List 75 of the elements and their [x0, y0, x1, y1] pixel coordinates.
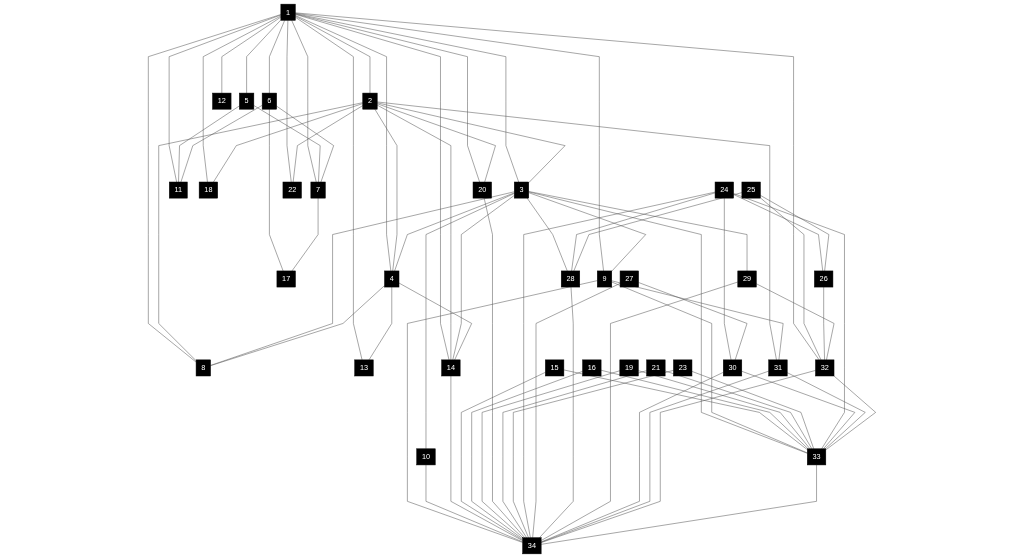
edge-line: [286, 20, 292, 183]
edge-line: [724, 197, 732, 361]
edge-line: [638, 282, 748, 361]
edge-line: [246, 19, 282, 94]
edge-line: [539, 286, 574, 538]
edge-line: [528, 192, 647, 272]
edge-line: [295, 15, 371, 94]
edge-line: [526, 197, 568, 272]
edge-line: [295, 14, 450, 361]
edge-line: [276, 105, 334, 183]
edge-line: [292, 105, 363, 183]
edge-line: [178, 105, 240, 183]
edge-line: [376, 104, 452, 361]
edge-line: [563, 369, 808, 450]
edge-line: [295, 12, 820, 361]
edge-line: [691, 371, 814, 450]
edge-line: [540, 372, 724, 543]
edge-line: [741, 371, 856, 450]
edge-line: [540, 370, 816, 543]
edge-line: [158, 102, 363, 361]
edge-line: [180, 105, 263, 183]
edge-line: [481, 370, 621, 538]
edge-line: [148, 14, 282, 363]
edge-line: [210, 285, 385, 366]
edge-line: [611, 281, 808, 454]
edge-line: [523, 191, 716, 538]
edge-line: [786, 372, 866, 450]
edge-line: [376, 103, 496, 183]
edge-line: [253, 105, 321, 183]
edge-line: [760, 197, 822, 361]
edge-line: [600, 370, 809, 450]
edge-line: [168, 14, 282, 183]
edge-line: [471, 371, 583, 540]
edge-line: [571, 192, 716, 272]
edge-line: [733, 193, 845, 450]
edge-line: [540, 464, 817, 545]
edge-line: [213, 103, 363, 183]
edge-line: [483, 197, 525, 538]
edge-line: [450, 375, 523, 541]
edge-line: [611, 280, 784, 361]
edge-line: [461, 372, 546, 541]
edge-line: [823, 286, 825, 361]
edge-line: [295, 15, 392, 272]
edge-line: [269, 108, 284, 272]
edge-line: [664, 370, 813, 450]
edge-line: [374, 108, 398, 272]
edge-line: [733, 194, 823, 272]
edge-line: [528, 191, 808, 454]
edge-line: [528, 191, 748, 272]
edge-line: [452, 195, 515, 361]
edge-line: [425, 464, 523, 543]
edge-line: [756, 283, 835, 361]
edge-line: [221, 16, 282, 94]
edge-line: [407, 280, 598, 543]
edge-line: [394, 192, 515, 272]
edge-line: [376, 102, 566, 183]
edge-line: [540, 281, 739, 541]
edge-line: [532, 283, 621, 538]
edge-line: [202, 15, 282, 183]
edge-line: [760, 195, 830, 272]
edge-line: [295, 16, 363, 361]
edge-line: [425, 193, 515, 450]
edge-line: [376, 101, 777, 361]
edge-line: [513, 370, 674, 538]
edge-line: [368, 286, 393, 361]
edge-line: [295, 13, 480, 183]
edge-line: [269, 20, 285, 94]
edge-line: [291, 197, 319, 272]
edge-line: [825, 375, 876, 451]
edge-line: [291, 20, 317, 183]
edge-line: [210, 191, 515, 366]
edge-line: [638, 370, 811, 450]
edge-line: [398, 282, 472, 361]
edge-line: [573, 192, 743, 272]
edge-line: [502, 370, 647, 538]
